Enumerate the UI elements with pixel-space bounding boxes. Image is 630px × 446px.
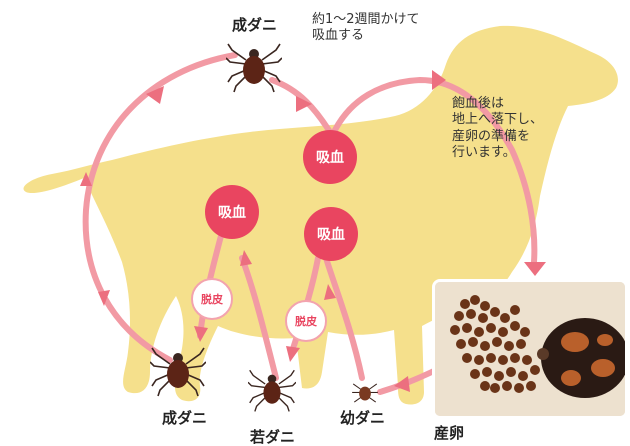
label-adult-top: 成ダニ: [232, 16, 277, 34]
blood-feeding-node-right: 吸血: [304, 207, 358, 261]
tick-icon: [248, 366, 296, 414]
label-adult-bottom: 成ダニ: [162, 409, 207, 427]
tick-icon: [226, 40, 282, 94]
blood-feeding-node-main: 吸血: [303, 130, 357, 184]
arrowhead-drop-bottom: [524, 262, 546, 276]
blood-feeding-node-left: 吸血: [205, 185, 259, 239]
label-larva: 幼ダニ: [340, 409, 385, 427]
label-eggs: 産卵: [434, 424, 464, 442]
molting-node-right: 脱皮: [285, 300, 327, 342]
note-adult-feeding-duration: 約1～2週間かけて 吸血する: [312, 12, 420, 45]
eggs-photo: [432, 279, 628, 419]
tick-icon: [150, 344, 206, 398]
eggs-photo-art: [435, 282, 628, 419]
arrowhead-to-nymph: [286, 346, 300, 362]
note-engorged-drop: 飽血後は 地上へ落下し、 産卵の準備を 行います。: [452, 96, 543, 161]
molting-node-left: 脱皮: [191, 278, 233, 320]
label-nymph: 若ダニ: [250, 428, 295, 446]
tick-icon: [350, 378, 380, 408]
